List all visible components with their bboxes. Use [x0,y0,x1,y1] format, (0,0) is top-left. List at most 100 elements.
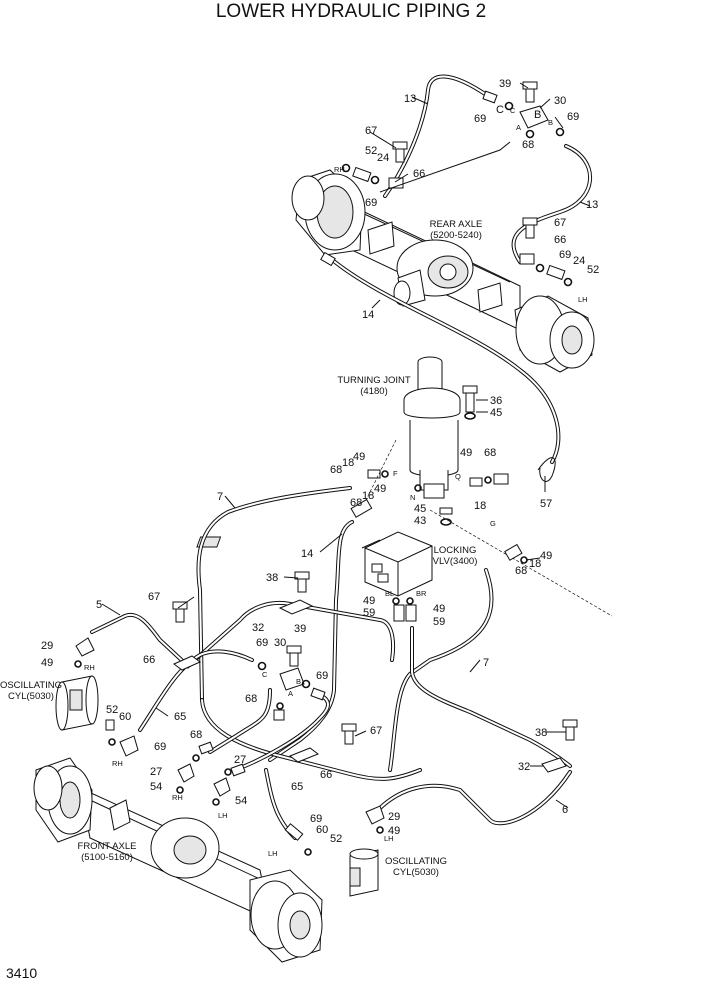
callout: 30 [274,637,286,649]
port-mark: A [516,123,521,132]
callout: 52 [365,145,377,157]
callout: 13 [404,93,416,105]
port-mark: B [296,677,301,686]
callout: 68 [350,497,362,509]
port-mark: BR [416,589,427,598]
callout: 39 [499,78,511,90]
middle-fittings [74,571,578,856]
callout: 69 [316,670,328,682]
callout: 67 [365,125,377,137]
callout: 18 [474,500,486,512]
callout: 69 [474,113,486,125]
callout: 65 [174,711,186,723]
callout: 32 [518,761,530,773]
callout: B [534,109,541,121]
callout: 18 [529,558,541,570]
callout: 69 [310,813,322,825]
oscillating-cyl-right-label: OSCILLATING [385,856,447,867]
port-mark: A [288,689,293,698]
callout: 69 [559,249,571,261]
side-mark: LH [384,834,394,843]
callout: 6 [562,804,568,816]
callout: 29 [388,811,400,823]
callout: 36 [490,395,502,407]
callout: 30 [554,95,566,107]
callout: 45 [414,503,426,515]
port-mark: N [410,493,415,502]
callout: 69 [365,197,377,209]
callout-numbers: 13 39 30 69 C B 69 67 52 24 66 68 13 69 … [41,78,599,845]
callout: 54 [235,795,247,807]
callout: 13 [586,199,598,211]
callout: 60 [316,824,328,836]
page-number: 3410 [6,965,37,981]
callout: 14 [301,548,313,560]
side-mark: LH [218,811,228,820]
callout: 49 [374,483,386,495]
callout: 49 [363,595,375,607]
callout: 18 [362,490,374,502]
callout: 49 [388,825,400,837]
oscillating-cylinder-left [55,675,99,731]
rear-hoses [328,74,593,482]
callout: 14 [362,309,374,321]
rear-axle-code: (5200-5240) [430,230,482,241]
middle-pipes [90,486,572,840]
port-mark: Q [455,472,461,481]
callout: 69 [154,741,166,753]
callout: 69 [567,111,579,123]
callout: 66 [143,654,155,666]
front-axle-code: (5100-5160) [81,852,133,863]
port-marks: A B C F N Q G BL BR A B C [262,106,553,698]
locking-valve-code: VLV(3400) [433,556,478,567]
port-mark: C [262,670,268,679]
callout: 59 [433,616,445,628]
callout: 38 [535,727,547,739]
callout: 29 [41,640,53,652]
side-mark: RH [112,759,123,768]
callout: 66 [413,168,425,180]
rear-axle [291,169,595,373]
callout: 43 [414,515,426,527]
callout: 7 [483,657,489,669]
callout: 49 [41,657,53,669]
side-mark: RH [334,165,345,174]
callout: 69 [256,637,268,649]
callout: 57 [540,498,552,510]
side-mark: LH [578,295,588,304]
rear-axle-label: REAR AXLE [430,219,483,230]
front-axle-label: FRONT AXLE [78,841,137,852]
port-mark: C [510,106,516,115]
port-mark: G [490,519,496,528]
callout: 49 [460,447,472,459]
callout: 67 [148,591,160,603]
side-mark: RH [84,663,95,672]
oscillating-cyl-left-code: CYL(5030) [8,691,54,702]
callout: 49 [540,550,552,562]
callout: 27 [150,766,162,778]
callout: 66 [320,769,332,781]
callout: 67 [370,725,382,737]
port-mark: BL [385,589,394,598]
rear-fittings [320,81,573,287]
callout: 7 [217,491,223,503]
front-axle [33,757,323,963]
port-mark: F [393,469,398,478]
callout: 49 [433,603,445,615]
turning-joint-label: TURNING JOINT [337,375,411,386]
callout: 65 [291,781,303,793]
callout: 68 [245,693,257,705]
callout: 66 [554,234,566,246]
callout: 32 [252,622,264,634]
side-mark: RH [172,793,183,802]
callout: 24 [377,152,389,164]
callout: 59 [363,607,375,619]
oscillating-cyl-right-code: CYL(5030) [393,867,439,878]
callout: 5 [96,599,102,611]
callout: 27 [234,754,246,766]
callout: 68 [190,729,202,741]
callout: 60 [119,711,131,723]
callout: 68 [522,139,534,151]
side-mark: LH [268,849,278,858]
